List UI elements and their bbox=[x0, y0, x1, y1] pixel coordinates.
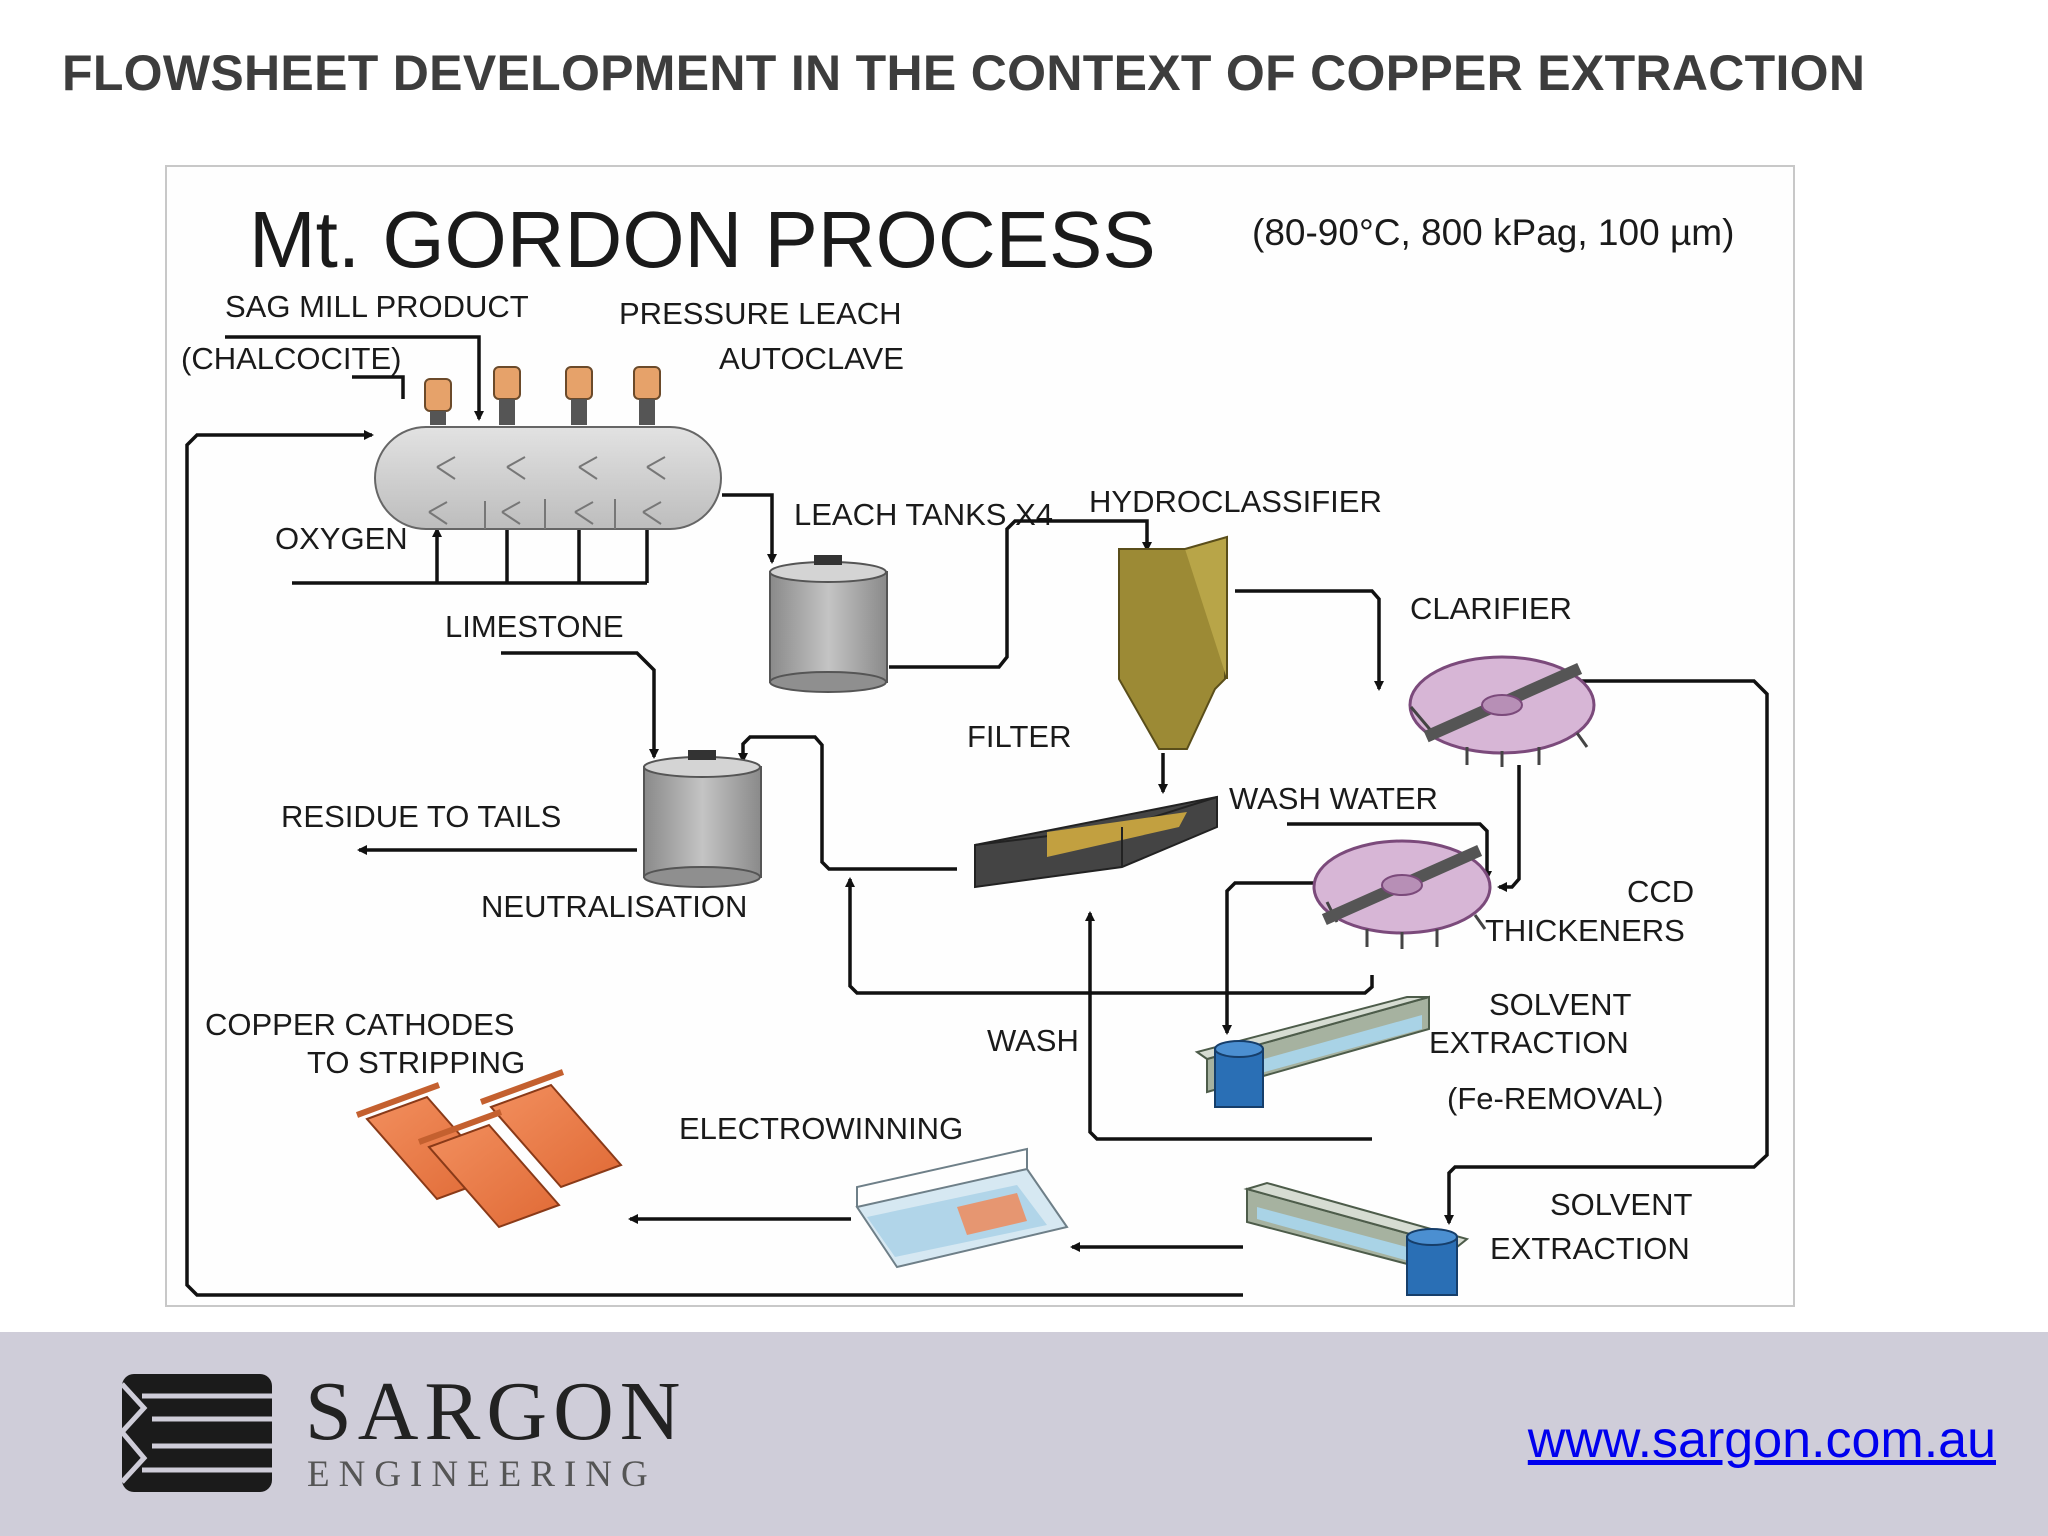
label-sag-mill-product: SAG MILL PRODUCT bbox=[225, 289, 529, 324]
footer-band bbox=[0, 1332, 2048, 1536]
diagram-title: Mt. GORDON PROCESS bbox=[249, 195, 1156, 284]
label-leach-tanks: LEACH TANKS X4 bbox=[794, 497, 1053, 532]
flow-lines bbox=[185, 335, 1769, 1297]
line-clarifier-to-sx2 bbox=[1444, 679, 1769, 1225]
slide-title: FLOWSHEET DEVELOPMENT IN THE CONTEXT OF … bbox=[62, 45, 1866, 101]
line-leach-to-hydroclassifier bbox=[889, 519, 1152, 669]
line-autoclave-to-leach bbox=[722, 493, 777, 564]
label-thickeners: THICKENERS bbox=[1485, 913, 1685, 948]
label-copper-cathodes: COPPER CATHODES bbox=[205, 1007, 514, 1042]
label-extraction-2: EXTRACTION bbox=[1490, 1231, 1690, 1266]
label-pressure-leach: PRESSURE LEACH bbox=[619, 296, 902, 331]
label-extraction-1: EXTRACTION bbox=[1429, 1025, 1629, 1060]
label-chalcocite: (CHALCOCITE) bbox=[181, 341, 401, 376]
line-clarifier-to-ccd bbox=[1497, 765, 1521, 892]
neutralisation-tank-icon bbox=[643, 750, 762, 888]
label-ccd: CCD bbox=[1627, 874, 1694, 909]
filter-icon bbox=[974, 795, 1218, 889]
feed-line-sag bbox=[225, 335, 484, 421]
label-neutralisation: NEUTRALISATION bbox=[481, 889, 747, 924]
line-wash-water bbox=[1287, 822, 1492, 881]
ccd-thickener-icon bbox=[1312, 839, 1492, 949]
label-solvent-1: SOLVENT bbox=[1489, 987, 1631, 1022]
label-electrowinning: ELECTROWINNING bbox=[679, 1111, 963, 1146]
process-flow-diagram: Mt. GORDON PROCESS (80-90°C, 800 kPag, 1… bbox=[165, 165, 1795, 1307]
label-oxygen: OXYGEN bbox=[275, 521, 408, 556]
clarifier-icon bbox=[1408, 655, 1596, 767]
label-autoclave: AUTOCLAVE bbox=[719, 341, 904, 376]
solvent-extraction-fe-icon bbox=[1194, 995, 1430, 1108]
hydroclassifier-icon bbox=[1118, 535, 1229, 750]
logo-subtitle: ENGINEERING bbox=[307, 1454, 657, 1495]
label-wash-water: WASH WATER bbox=[1229, 781, 1438, 816]
line-limestone bbox=[501, 651, 659, 759]
leach-tank-icon bbox=[769, 555, 888, 693]
autoclave-icon bbox=[374, 366, 722, 530]
line-wash bbox=[1085, 911, 1372, 1141]
line-recycle-to-autoclave bbox=[185, 430, 1243, 1297]
copper-cathodes-icon bbox=[355, 1069, 623, 1229]
logo-wordmark: SARGON bbox=[305, 1365, 687, 1458]
line-ccd-underflow bbox=[845, 877, 1374, 995]
line-filter-to-neutralisation bbox=[738, 735, 957, 871]
line-ccd-to-sx1 bbox=[1222, 881, 1322, 1035]
label-clarifier: CLARIFIER bbox=[1410, 591, 1572, 626]
electrowinning-cell-icon bbox=[855, 1147, 1069, 1269]
feed-line-chalcocite bbox=[352, 375, 405, 399]
sargon-logo-icon bbox=[122, 1374, 272, 1492]
solvent-extraction-icon bbox=[1243, 1181, 1470, 1296]
website-link[interactable]: www.sargon.com.au bbox=[1527, 1411, 1996, 1469]
label-filter: FILTER bbox=[967, 719, 1072, 754]
label-solvent-2: SOLVENT bbox=[1550, 1187, 1692, 1222]
line-hydro-to-clarifier bbox=[1235, 589, 1384, 691]
label-hydroclassifier: HYDROCLASSIFIER bbox=[1089, 484, 1382, 519]
label-limestone: LIMESTONE bbox=[445, 609, 624, 644]
process-conditions: (80-90°C, 800 kPag, 100 µm) bbox=[1252, 212, 1734, 253]
label-to-stripping: TO STRIPPING bbox=[307, 1045, 525, 1080]
label-residue-to-tails: RESIDUE TO TAILS bbox=[281, 799, 561, 834]
label-wash: WASH bbox=[987, 1023, 1079, 1058]
label-fe-removal: (Fe-REMOVAL) bbox=[1447, 1081, 1663, 1116]
